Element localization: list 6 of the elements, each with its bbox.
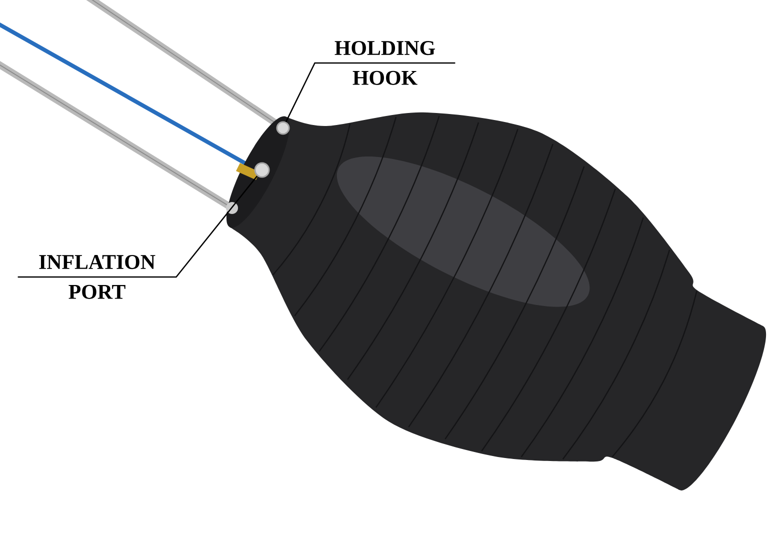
hook-ring — [276, 121, 290, 135]
part-label: INFLATION PORT — [39, 255, 156, 299]
leader-line — [18, 176, 258, 278]
part-label: HOLDING HOOK — [334, 41, 435, 85]
port-opening — [254, 162, 270, 178]
leader-line — [285, 62, 456, 122]
